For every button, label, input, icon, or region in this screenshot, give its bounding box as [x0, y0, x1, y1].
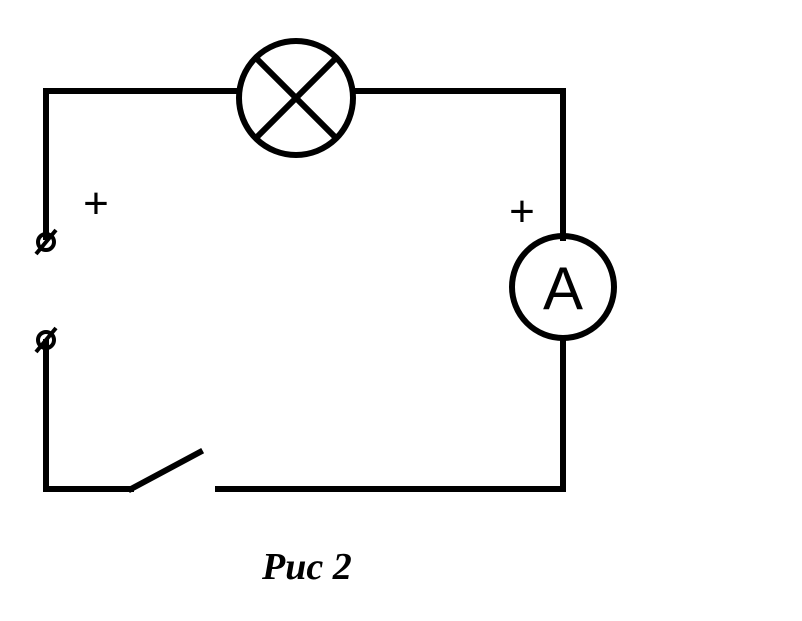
- lamp-cross-b: [251, 53, 341, 143]
- ammeter-label: A: [543, 255, 583, 322]
- switch-symbol: [126, 447, 205, 494]
- figure-caption: Рис 2: [262, 546, 352, 588]
- source-plus-sign: +: [83, 179, 109, 228]
- wire-bottom-left: [43, 339, 134, 492]
- lamp-circle: [236, 38, 356, 158]
- terminal-upper: [34, 228, 58, 256]
- switch-lever: [126, 447, 205, 494]
- wire-top-right: [351, 88, 566, 241]
- ammeter-symbol: A: [509, 233, 617, 341]
- terminal-lower: [34, 326, 58, 354]
- lamp-symbol: [236, 38, 356, 158]
- ammeter-plus-sign: +: [509, 187, 535, 236]
- wire-right-bottom: [215, 335, 566, 492]
- wire-top-left: [43, 88, 242, 240]
